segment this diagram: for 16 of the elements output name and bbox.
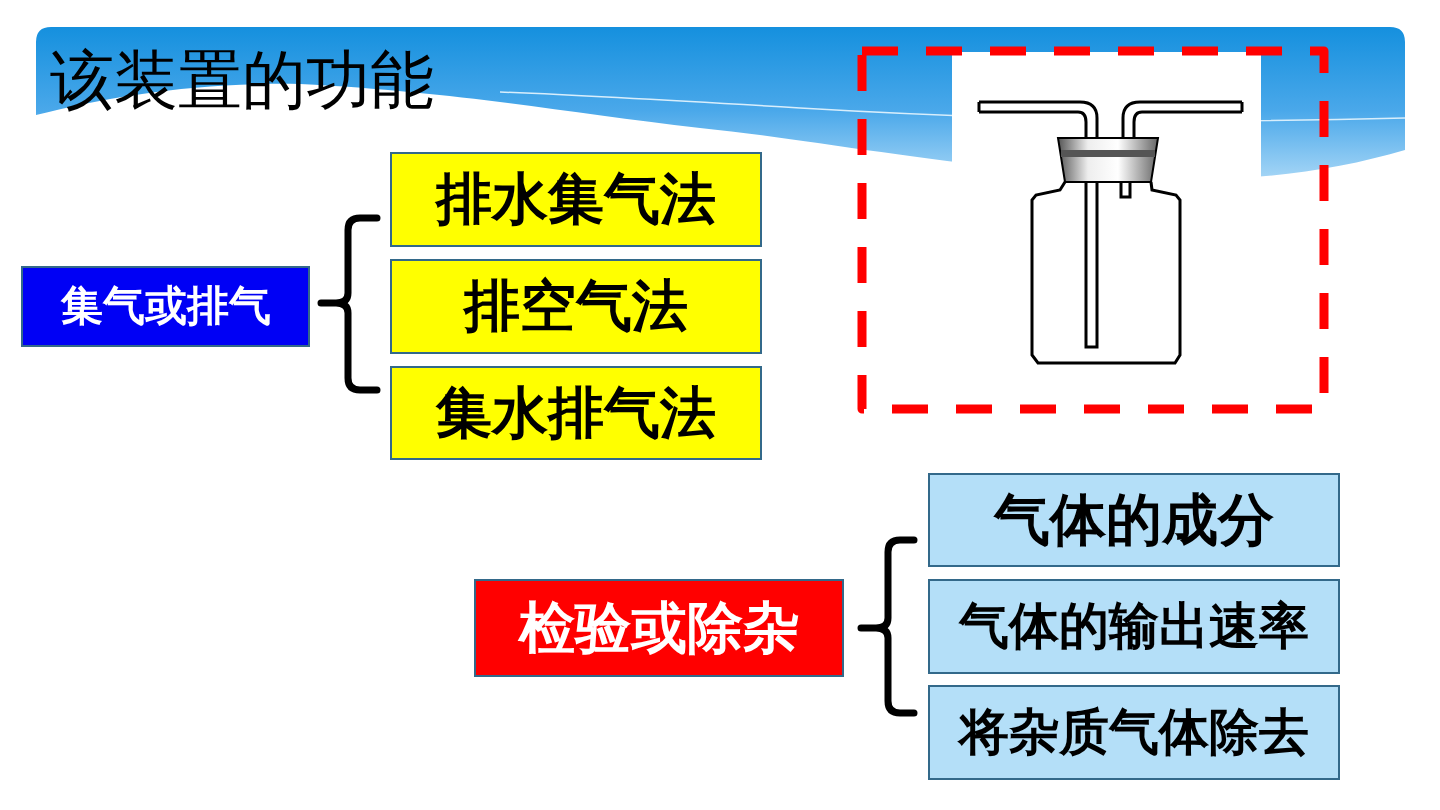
purpose-label: 将杂质气体除去 <box>959 703 1309 762</box>
purpose-box <box>928 473 1340 567</box>
purpose-box <box>928 579 1340 674</box>
method-label: 排水集气法 <box>436 167 716 232</box>
purpose-box <box>928 685 1340 780</box>
category-label: 检验或除杂 <box>519 595 799 661</box>
method-label: 排空气法 <box>464 274 688 339</box>
method-label: 集水排气法 <box>436 380 716 446</box>
purpose-label: 气体的成分 <box>994 487 1274 553</box>
category-label: 集气或排气 <box>60 282 271 331</box>
category-box <box>21 266 310 347</box>
category-box <box>474 579 844 677</box>
method-box <box>390 152 762 247</box>
purpose-label: 气体的输出速率 <box>959 597 1309 656</box>
method-box <box>390 259 762 354</box>
method-box <box>390 366 762 460</box>
